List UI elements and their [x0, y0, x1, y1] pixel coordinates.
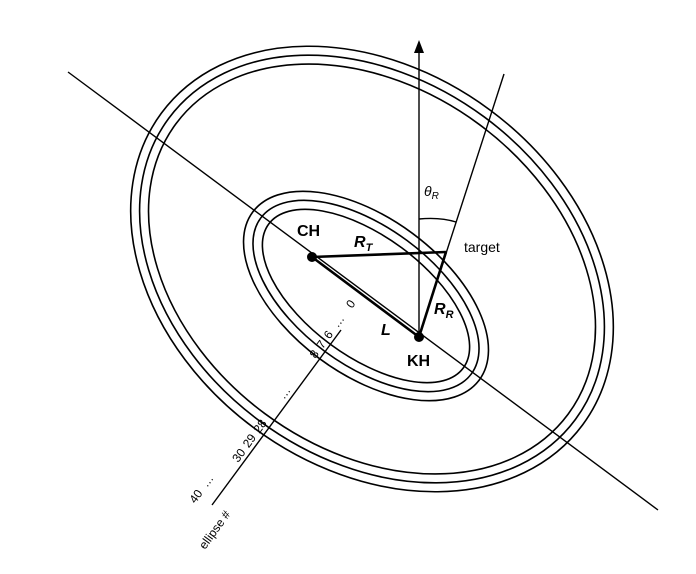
rr-label-main: R — [434, 301, 446, 318]
ellipse-numbers-middle: … 28 29 30 — [229, 384, 293, 465]
north-arrowhead — [414, 40, 424, 53]
outer-ellipse-3 — [147, 63, 597, 475]
outer-ellipses — [129, 45, 615, 493]
ellipse-num-28: 28 — [250, 416, 269, 435]
l-segment — [311, 255, 420, 339]
kh-station-dot — [414, 332, 424, 342]
rt-segment — [311, 250, 447, 259]
rr-label: RR — [434, 301, 454, 321]
target-label: target — [464, 239, 500, 255]
theta-label-main: θ — [424, 183, 432, 199]
ellipse-num-0: 0 — [343, 297, 358, 311]
rr-segment — [417, 251, 448, 338]
ellipse-axis-label: ellipse # — [196, 508, 233, 552]
ellipse-number-axis — [211, 329, 342, 506]
theta-label: θR — [424, 183, 439, 202]
outer-ellipse-1 — [129, 45, 615, 493]
ellipse-num-40: 40 — [186, 487, 205, 506]
outer-ellipse-2 — [138, 54, 606, 484]
ch-station-dot — [307, 252, 317, 262]
rt-label: RT — [354, 234, 374, 254]
rr-label-sub: R — [446, 309, 454, 321]
ellipse-num-inner-dots: … — [329, 312, 347, 330]
theta-label-sub: R — [432, 191, 439, 202]
theta-angle-arc — [418, 217, 457, 223]
rt-label-sub: T — [366, 242, 374, 254]
l-label: L — [381, 322, 391, 339]
ch-label: CH — [297, 223, 320, 240]
kh-label: KH — [407, 353, 430, 370]
ellipse-num-30: 30 — [229, 446, 248, 465]
rt-label-main: R — [354, 234, 366, 251]
ellipse-numbers-outer: … 40 — [186, 472, 216, 506]
ellipse-num-outer-dots: … — [198, 472, 216, 490]
ellipse-num-29: 29 — [240, 431, 259, 450]
ellipse-numbers-inner: 0 … 6 7 8 — [307, 297, 359, 361]
